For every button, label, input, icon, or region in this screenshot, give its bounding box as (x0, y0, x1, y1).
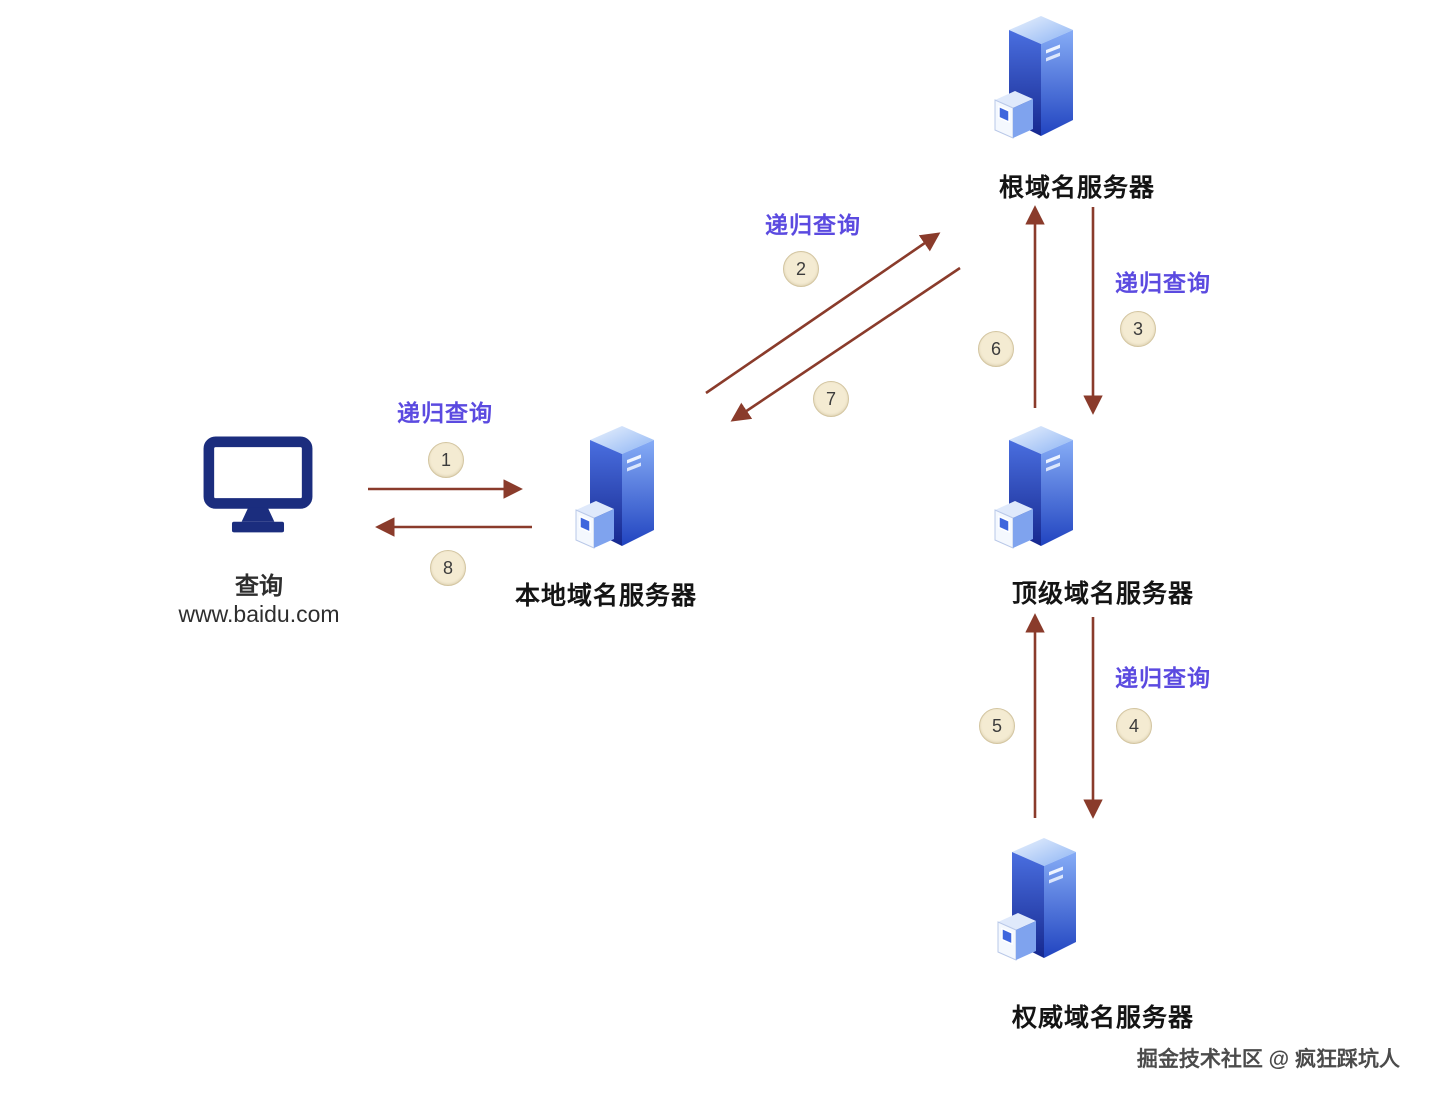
client-computer-icon (200, 436, 316, 542)
step-badge-6: 6 (978, 331, 1014, 367)
arrow-step2-local-to-root (705, 232, 941, 395)
auth-dns-label: 权威域名服务器 (1011, 1004, 1195, 1032)
step-badge-5: 5 (979, 708, 1015, 744)
step-badge-4: 4 (1116, 708, 1152, 744)
step-badge-3: 3 (1120, 311, 1156, 347)
root-dns-label: 根域名服务器 (998, 174, 1156, 202)
step-badge-8: 8 (430, 550, 466, 586)
tld-dns-label: 顶级域名服务器 (1011, 580, 1195, 608)
client-domain: www.baidu.com (178, 601, 340, 627)
query-label-client-to-local: 递归查询 (397, 400, 493, 426)
root-dns-server-icon (994, 15, 1074, 139)
query-label-local-to-root: 递归查询 (765, 212, 861, 238)
step-badge-2: 2 (783, 251, 819, 287)
auth-dns-server-icon (997, 837, 1077, 961)
step-badge-7: 7 (813, 381, 849, 417)
tld-dns-server-icon (994, 425, 1074, 549)
client-title: 查询 (235, 573, 283, 600)
local-dns-server-icon (575, 425, 655, 549)
local-dns-label: 本地域名服务器 (514, 582, 698, 610)
query-label-tld-to-auth: 递归查询 (1115, 665, 1211, 691)
query-label-root-to-tld: 递归查询 (1115, 270, 1211, 296)
watermark: 掘金技术社区 @ 疯狂踩坑人 (1136, 1048, 1400, 1071)
arrow-step7-root-to-local (730, 266, 961, 422)
step-badge-1: 1 (428, 442, 464, 478)
